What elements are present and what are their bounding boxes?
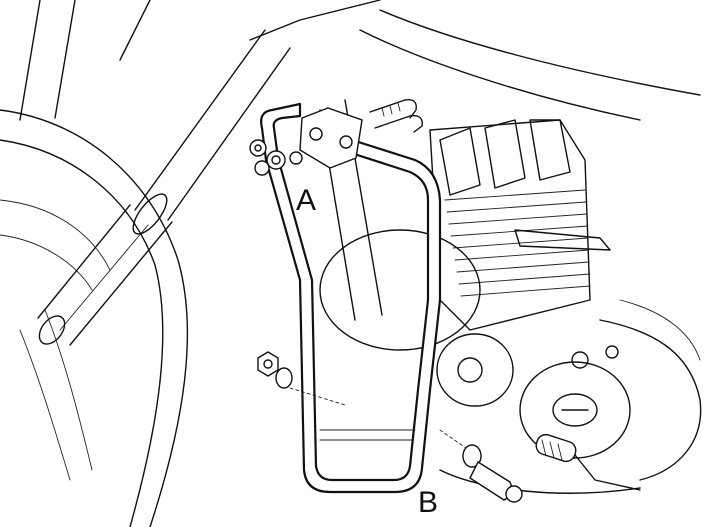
front-fork <box>19 0 291 346</box>
callout-label-b: B <box>418 486 439 519</box>
u-bolt <box>369 99 423 133</box>
lower-right-bolt <box>439 429 523 503</box>
crash-bar <box>260 102 442 494</box>
engine-crankcase <box>319 229 702 494</box>
shift-pedal <box>535 433 641 491</box>
engine-cylinder <box>429 119 611 331</box>
upper-mounting-clamp <box>299 107 363 169</box>
callout-label-a: A <box>296 184 317 217</box>
front-wheel <box>0 109 189 527</box>
lower-left-hardware <box>257 351 346 406</box>
clamp-hardware <box>249 139 303 176</box>
